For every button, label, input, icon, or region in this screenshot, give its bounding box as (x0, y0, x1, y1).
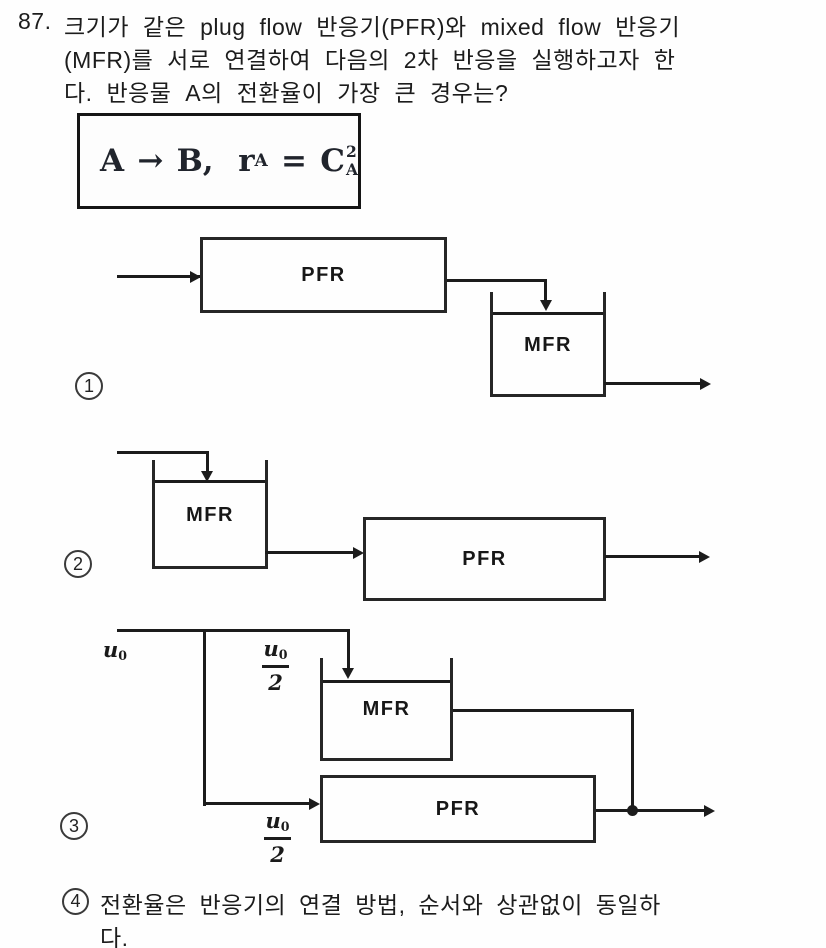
concentration-superscript: 2 (345, 142, 357, 162)
pfr-box-d1: PFR (200, 237, 447, 313)
top-split-denominator: 2 (268, 669, 283, 695)
mfr-label-d2: MFR (186, 504, 234, 526)
pfr-label-d1: PFR (301, 263, 346, 286)
flow-line-d3-split-down (203, 629, 206, 806)
option3-marker: 3 (60, 812, 88, 840)
question-line-3: 다. 반응물 A의 전환율이 가장 큰 경우는? (64, 80, 509, 106)
feed-subscript: 0 (118, 648, 128, 664)
liquid-level-line (323, 680, 450, 683)
question-number: 87. (18, 8, 52, 34)
fraction-bar (264, 836, 291, 840)
arrowhead-icon (540, 300, 552, 311)
arrowhead-icon (201, 471, 213, 482)
pfr-label-d2: PFR (462, 547, 507, 570)
option1-digit: 1 (83, 375, 94, 396)
flow-line-d3-join-down (631, 709, 634, 813)
flow-line-d2-inlet (117, 451, 209, 454)
question-line-2: (MFR)를 서로 연결하여 다음의 2차 반응을 실행하고자 한 (64, 47, 676, 73)
flow-line-d3-outlet (596, 809, 706, 812)
flow-line-d1-inlet (117, 275, 200, 278)
formula-reactant: A (100, 143, 125, 179)
arrowhead-icon (190, 271, 201, 283)
option4-digit: 4 (70, 891, 81, 911)
arrowhead-icon (704, 805, 715, 817)
flow-line-d3-mfr-out (453, 709, 634, 712)
pfr-label-d3: PFR (435, 797, 481, 820)
rate-subscript: A (254, 151, 268, 171)
bottom-split-fraction: u0 2 (264, 810, 291, 865)
u-symbol: u (265, 808, 281, 833)
feed-rate-label: u0 (103, 637, 127, 663)
top-split-fraction: u0 2 (262, 638, 289, 693)
arrow-right-glyph: → (137, 143, 164, 179)
flow-line-d2-drop (206, 451, 209, 473)
mfr-tank-d2: MFR (152, 460, 268, 569)
equals-sign: = (281, 143, 308, 179)
arrowhead-icon (342, 668, 354, 679)
flow-line-d3-to-mfr (347, 629, 350, 670)
mfr-label-d3: MFR (362, 698, 411, 720)
u-subscript: 0 (278, 647, 288, 663)
flow-line-d3-to-pfr (203, 802, 311, 805)
flow-line-d1-drop (544, 279, 547, 302)
option2-digit: 2 (72, 553, 83, 574)
mfr-label-d1: MFR (524, 334, 572, 356)
arrowhead-icon (353, 547, 364, 559)
pfr-box-d2: PFR (363, 517, 606, 601)
liquid-level-line (155, 480, 265, 483)
arrowhead-icon (700, 378, 711, 390)
option4-marker: 4 (62, 888, 89, 915)
option2-marker: 2 (64, 550, 92, 578)
concentration-symbol: C (320, 143, 345, 179)
option4-line-2: 다. (100, 925, 129, 948)
u-subscript: 0 (280, 819, 290, 835)
flow-line-d2-mfr-out (265, 551, 355, 554)
liquid-level-line (493, 312, 603, 315)
flow-line-d3-feed (117, 629, 350, 632)
top-split-numerator: u0 (263, 638, 287, 662)
u-symbol: u (263, 636, 279, 661)
mfr-tank-d3: MFR (320, 658, 453, 761)
option1-marker: 1 (75, 372, 103, 400)
pfr-box-d3: PFR (320, 775, 596, 843)
option4-line-1: 전환율은 반응기의 연결 방법, 순서와 상관없이 동일하 (100, 892, 661, 918)
question-line-1: 크기가 같은 plug flow 반응기(PFR)와 mixed flow 반응… (64, 14, 681, 40)
formula-product: B, (176, 143, 214, 179)
bottom-split-numerator: u0 (265, 810, 289, 834)
option3-digit: 3 (68, 815, 79, 836)
arrowhead-icon (309, 798, 320, 810)
flow-line-d2-outlet (605, 555, 701, 558)
bottom-split-denominator: 2 (270, 841, 285, 867)
flow-line-d1-pfr-out (447, 279, 547, 282)
feed-symbol: u (103, 637, 119, 662)
arrowhead-icon (699, 551, 710, 563)
mfr-tank-d1: MFR (490, 292, 606, 397)
rate-symbol: r (238, 143, 255, 179)
flow-line-d1-outlet (604, 382, 702, 385)
fraction-bar (262, 664, 289, 668)
concentration-subscript: A (345, 160, 358, 179)
